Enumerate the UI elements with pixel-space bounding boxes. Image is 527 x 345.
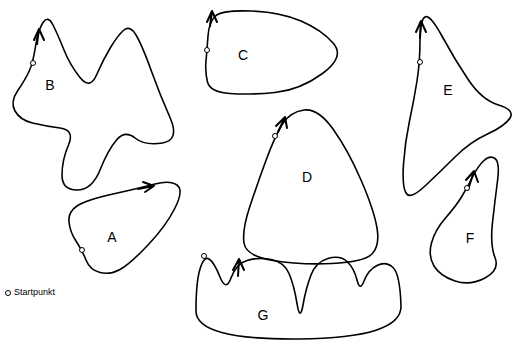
direction-arrow: [138, 182, 154, 192]
closed-curve: B: [10, 15, 180, 190]
curve-outline: [10, 15, 180, 190]
curve-path: [403, 17, 511, 196]
shape-letter: F: [466, 231, 475, 245]
curve-path: [69, 182, 180, 273]
curve-outline: [196, 255, 402, 340]
closed-curve: D: [242, 108, 380, 265]
shape-letter: A: [107, 230, 116, 244]
closed-curve: G: [196, 255, 402, 340]
start-point: [202, 254, 207, 259]
curve-path: [206, 11, 338, 94]
closed-curve: A: [68, 180, 184, 275]
start-point: [31, 61, 36, 66]
curve-outline: [68, 180, 184, 275]
shape-letter: E: [443, 83, 452, 97]
curve-path: [196, 257, 401, 339]
start-point: [273, 134, 278, 139]
closed-curve: C: [205, 10, 345, 95]
shape-letter: G: [258, 308, 269, 322]
direction-arrow: [34, 29, 44, 44]
shape-letter: C: [238, 48, 248, 62]
curve-outline: [205, 10, 345, 95]
curve-path: [244, 110, 378, 264]
curve-outline: [428, 155, 500, 286]
start-point: [465, 186, 470, 191]
legend-symbol: [6, 291, 11, 296]
direction-arrow: [233, 259, 244, 276]
curve-path: [13, 19, 174, 190]
legend-text: Startpunkt: [14, 288, 55, 297]
shape-letter: B: [45, 78, 54, 92]
direction-arrow: [416, 21, 426, 38]
curve-path: [430, 157, 498, 283]
curve-outline: [242, 108, 380, 265]
start-point: [418, 60, 423, 65]
direction-arrow: [207, 11, 217, 26]
shape-letter: D: [302, 170, 312, 184]
start-point: [80, 248, 85, 253]
start-point: [205, 48, 210, 53]
direction-arrow: [276, 117, 287, 132]
closed-curve: F: [428, 155, 500, 286]
direction-arrow: [466, 171, 478, 190]
